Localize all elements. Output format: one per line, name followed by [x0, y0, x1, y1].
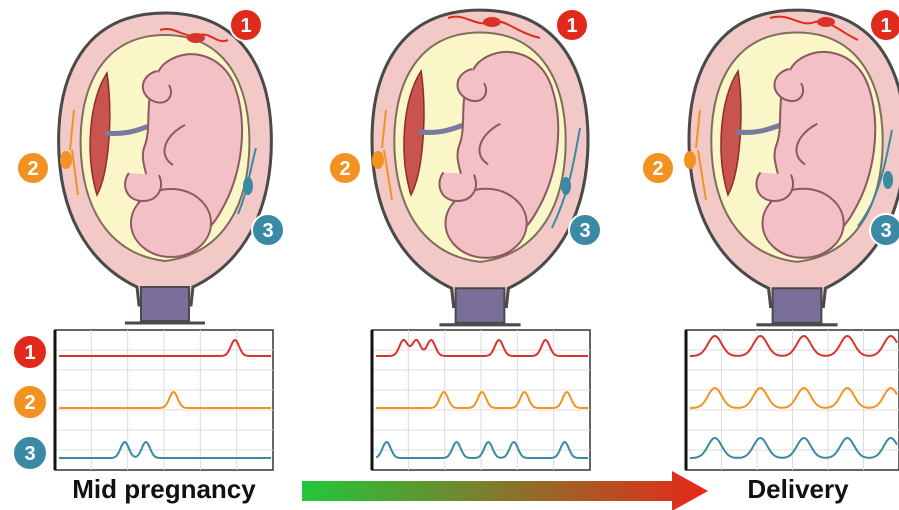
badge-number: 1: [880, 15, 891, 37]
cell-icon: [483, 17, 501, 27]
badge-number: 1: [566, 15, 577, 37]
badge-number: 1: [240, 15, 251, 37]
badge-number: 2: [652, 158, 663, 180]
badge-3-middle: 3: [569, 214, 601, 246]
cell-icon: [684, 151, 696, 169]
badge-1-delivery: 1: [870, 9, 899, 41]
trace-legend-badges: 1 2 3: [13, 335, 47, 470]
cell-icon: [817, 17, 835, 27]
trace-panel-mid: [55, 330, 273, 470]
cell-icon: [243, 177, 253, 195]
badge-number: 1: [24, 342, 35, 364]
badge-number: 2: [27, 158, 38, 180]
caption-mid-pregnancy: Mid pregnancy: [72, 474, 256, 504]
arrow-shape: [302, 471, 708, 510]
badge-3-mid: 3: [252, 214, 284, 246]
activity-trace-panels: [55, 330, 899, 470]
cell-icon: [187, 33, 205, 43]
badge-number: 3: [579, 220, 590, 242]
trace-panel-middle: [372, 330, 590, 470]
cell-icon: [883, 171, 893, 189]
badge-2-mid: 2: [17, 152, 49, 184]
badge-number: 3: [262, 220, 273, 242]
uterus-mid-pregnancy: [59, 13, 272, 323]
uterus-mid-term: [372, 10, 588, 325]
badge-number: 3: [880, 220, 891, 242]
badge-number: 3: [24, 443, 35, 465]
cell-icon: [372, 151, 384, 169]
badge-3-delivery: 3: [870, 214, 899, 246]
badge-1-mid: 1: [230, 9, 262, 41]
cell-icon: [561, 177, 571, 195]
badge-number: 2: [24, 392, 35, 414]
badge-2-delivery: 2: [642, 152, 674, 184]
uterus-delivery: [684, 10, 899, 325]
progress-arrow: [302, 471, 708, 510]
trace-badge-2: 2: [13, 385, 47, 419]
cell-icon: [60, 151, 72, 169]
trace-badge-1: 1: [13, 335, 47, 369]
caption-delivery: Delivery: [747, 474, 849, 504]
badge-2-middle: 2: [329, 152, 361, 184]
trace-panel-delivery: [686, 330, 899, 470]
badge-1-middle: 1: [556, 9, 588, 41]
trace-badge-3: 3: [13, 436, 47, 470]
badge-number: 2: [339, 158, 350, 180]
